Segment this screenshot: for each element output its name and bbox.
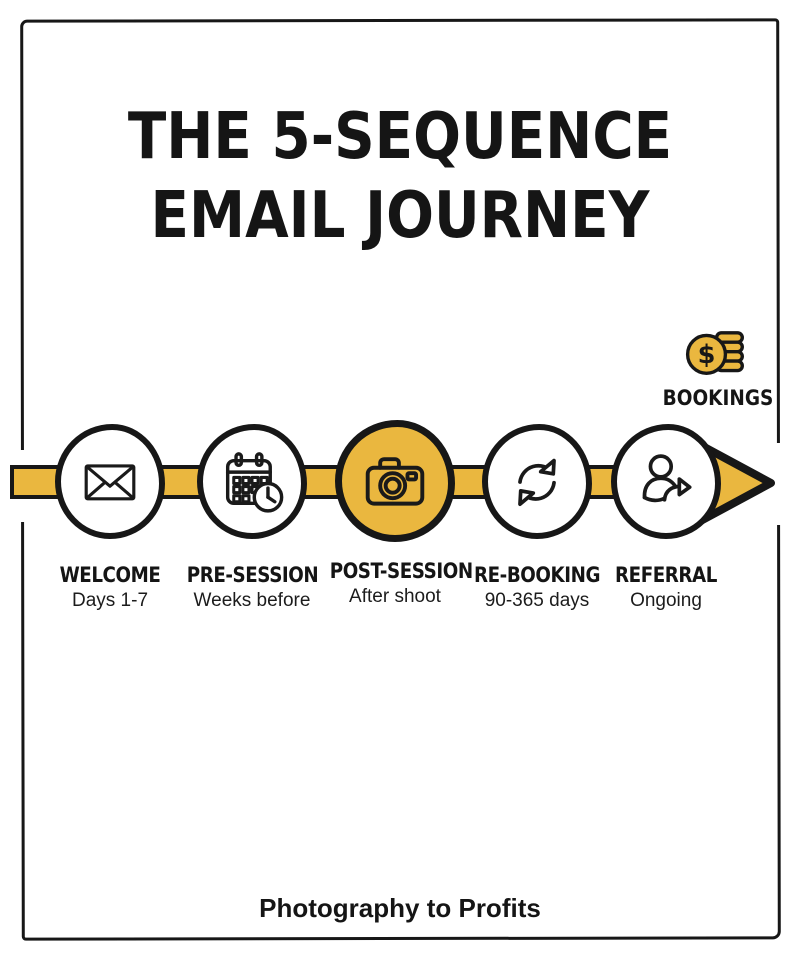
step-node	[482, 424, 592, 539]
timeline-step-re-booking: RE-BOOKING 90-365 days	[462, 424, 612, 612]
dollar-glyph: $	[698, 340, 716, 370]
step-sublabel: Weeks before	[193, 590, 311, 611]
calendar-clock-icon	[225, 451, 284, 513]
step-label: REFERRAL	[615, 563, 717, 587]
step-node	[55, 424, 165, 539]
person-referral-icon	[642, 453, 692, 502]
timeline-step-welcome: WELCOME Days 1-7	[35, 424, 185, 612]
camera-icon	[365, 457, 425, 506]
title-line-1: THE 5-SEQUENCE	[127, 100, 673, 174]
step-node	[197, 424, 307, 539]
step-node	[611, 424, 721, 539]
step-sublabel: Ongoing	[630, 590, 702, 611]
bookings-label: BOOKINGS	[662, 386, 774, 410]
step-label: POST-SESSION	[329, 559, 473, 583]
page-title: THE 5-SEQUENCE EMAIL JOURNEY	[48, 98, 752, 256]
envelope-icon	[84, 463, 136, 500]
border-gap-right	[770, 443, 786, 525]
step-label: PRE-SESSION	[186, 563, 319, 587]
refresh-icon	[518, 458, 556, 506]
title-line-2: EMAIL JOURNEY	[150, 179, 650, 253]
outcome-block: $ BOOKINGS	[652, 326, 784, 410]
step-sublabel: 90-365 days	[484, 590, 590, 611]
timeline-step-referral: REFERRAL Ongoing	[591, 424, 741, 612]
step-sublabel: Days 1-7	[71, 590, 149, 611]
coins-icon: $	[685, 331, 744, 375]
brand-footer: Photography to Profits	[259, 893, 541, 923]
step-node-highlighted	[335, 420, 455, 542]
step-label: WELCOME	[59, 563, 161, 587]
step-label: RE-BOOKING	[473, 563, 601, 587]
timeline-step-pre-session: PRE-SESSION Weeks before	[177, 424, 327, 612]
timeline-step-post-session: POST-SESSION After shoot	[320, 420, 473, 608]
step-sublabel: After shoot	[349, 586, 441, 607]
